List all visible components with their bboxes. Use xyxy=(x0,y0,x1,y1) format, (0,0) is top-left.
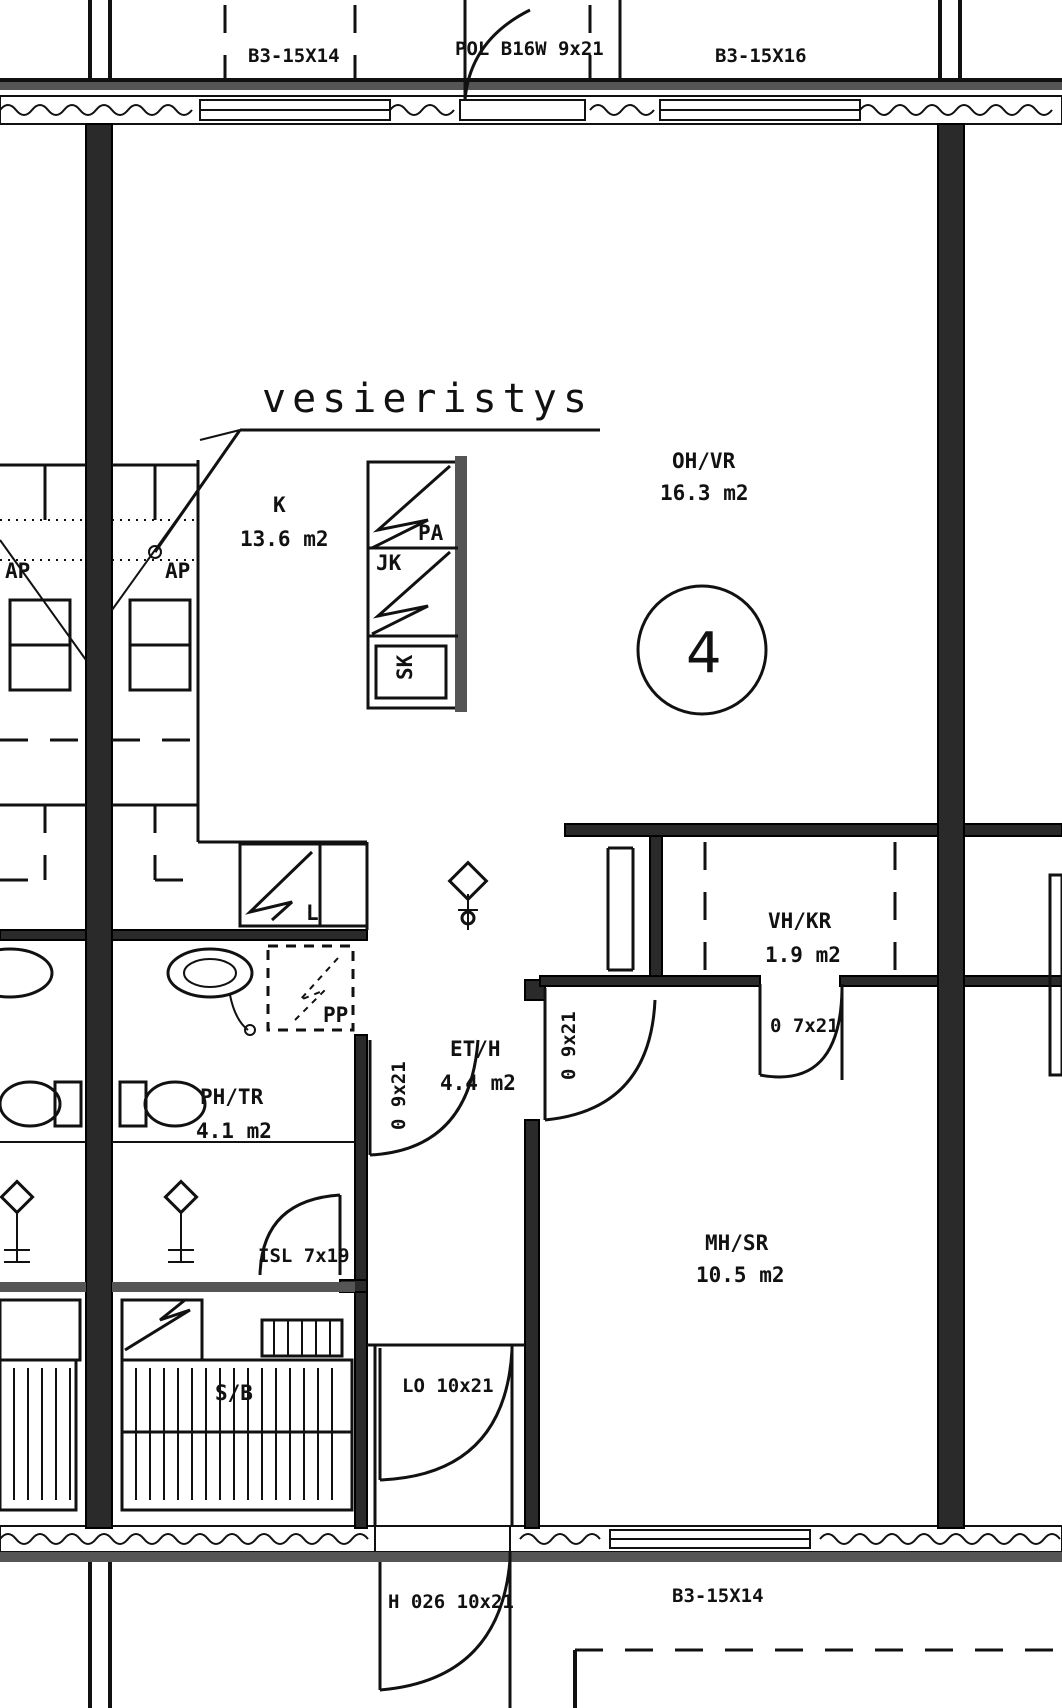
neighbour-kitchen: AP AP xyxy=(0,429,241,882)
room-area-kitchen: 13.6 m2 xyxy=(240,527,329,551)
laundry-cabinet xyxy=(238,842,369,928)
room-area-closet: 1.9 m2 xyxy=(765,943,841,967)
fixture-label-laundry: L xyxy=(306,901,319,925)
interior-walls xyxy=(0,460,1062,1529)
room-code-sauna: S/B xyxy=(215,1381,253,1405)
room-area-bath: 4.1 m2 xyxy=(196,1119,272,1143)
annotation-note: vesieristys xyxy=(262,376,593,422)
window-label-top-right: B3-15X16 xyxy=(715,45,807,67)
kitchen-appliance-block xyxy=(366,456,467,712)
annotation-leader-arrow xyxy=(153,429,242,553)
room-area-hall: 4.4 m2 xyxy=(440,1071,516,1095)
door-label-entrance: H 026 10x21 xyxy=(388,1591,514,1613)
neighbour-wardrobe xyxy=(1048,873,1062,1077)
room-code-kitchen: K xyxy=(273,493,286,517)
fixture-label-freezer: JK xyxy=(376,551,402,575)
apartment-number-circle xyxy=(636,584,768,716)
bathroom-fixtures xyxy=(0,947,355,1512)
party-wall-right xyxy=(937,123,965,1529)
door-label-top-mid: POL B16W 9x21 xyxy=(455,38,604,60)
room-code-hall: ET/H xyxy=(450,1037,501,1061)
fixture-label-fridge: PA xyxy=(418,521,444,545)
exterior-wall-bottom xyxy=(0,1525,1062,1708)
door-label-hall-left: 0 9x21 xyxy=(388,1061,410,1130)
party-wall-left xyxy=(85,123,113,1529)
room-code-closet: VH/KR xyxy=(768,909,832,933)
room-code-living: OH/VR xyxy=(672,449,736,473)
window-label-top-left: B3-15X14 xyxy=(248,45,340,67)
room-code-bath: PH/TR xyxy=(200,1085,264,1109)
exterior-wall-top xyxy=(0,0,1062,125)
door-label-hall-right: 0 9x21 xyxy=(558,1011,580,1080)
room-code-bedroom: MH/SR xyxy=(705,1231,769,1255)
fixture-label-ap-left: AP xyxy=(5,559,30,583)
fixture-label-ap-right: AP xyxy=(165,559,190,583)
door-swings xyxy=(258,984,844,1526)
apartment-number: 4 xyxy=(686,621,722,686)
window-label-bottom: B3-15X14 xyxy=(672,1585,764,1607)
door-label-storage: LO 10x21 xyxy=(402,1375,494,1397)
room-area-bedroom: 10.5 m2 xyxy=(696,1263,785,1287)
pp-cabinet xyxy=(266,944,355,1032)
room-area-living: 16.3 m2 xyxy=(660,481,749,505)
door-label-bath: ISL 7x19 xyxy=(258,1245,350,1267)
door-label-closet: 0 7x21 xyxy=(770,1015,839,1037)
fixture-label-pp: PP xyxy=(323,1003,348,1027)
floor-drain-icon xyxy=(447,860,489,930)
fixture-label-cabinet: SK xyxy=(393,654,417,680)
